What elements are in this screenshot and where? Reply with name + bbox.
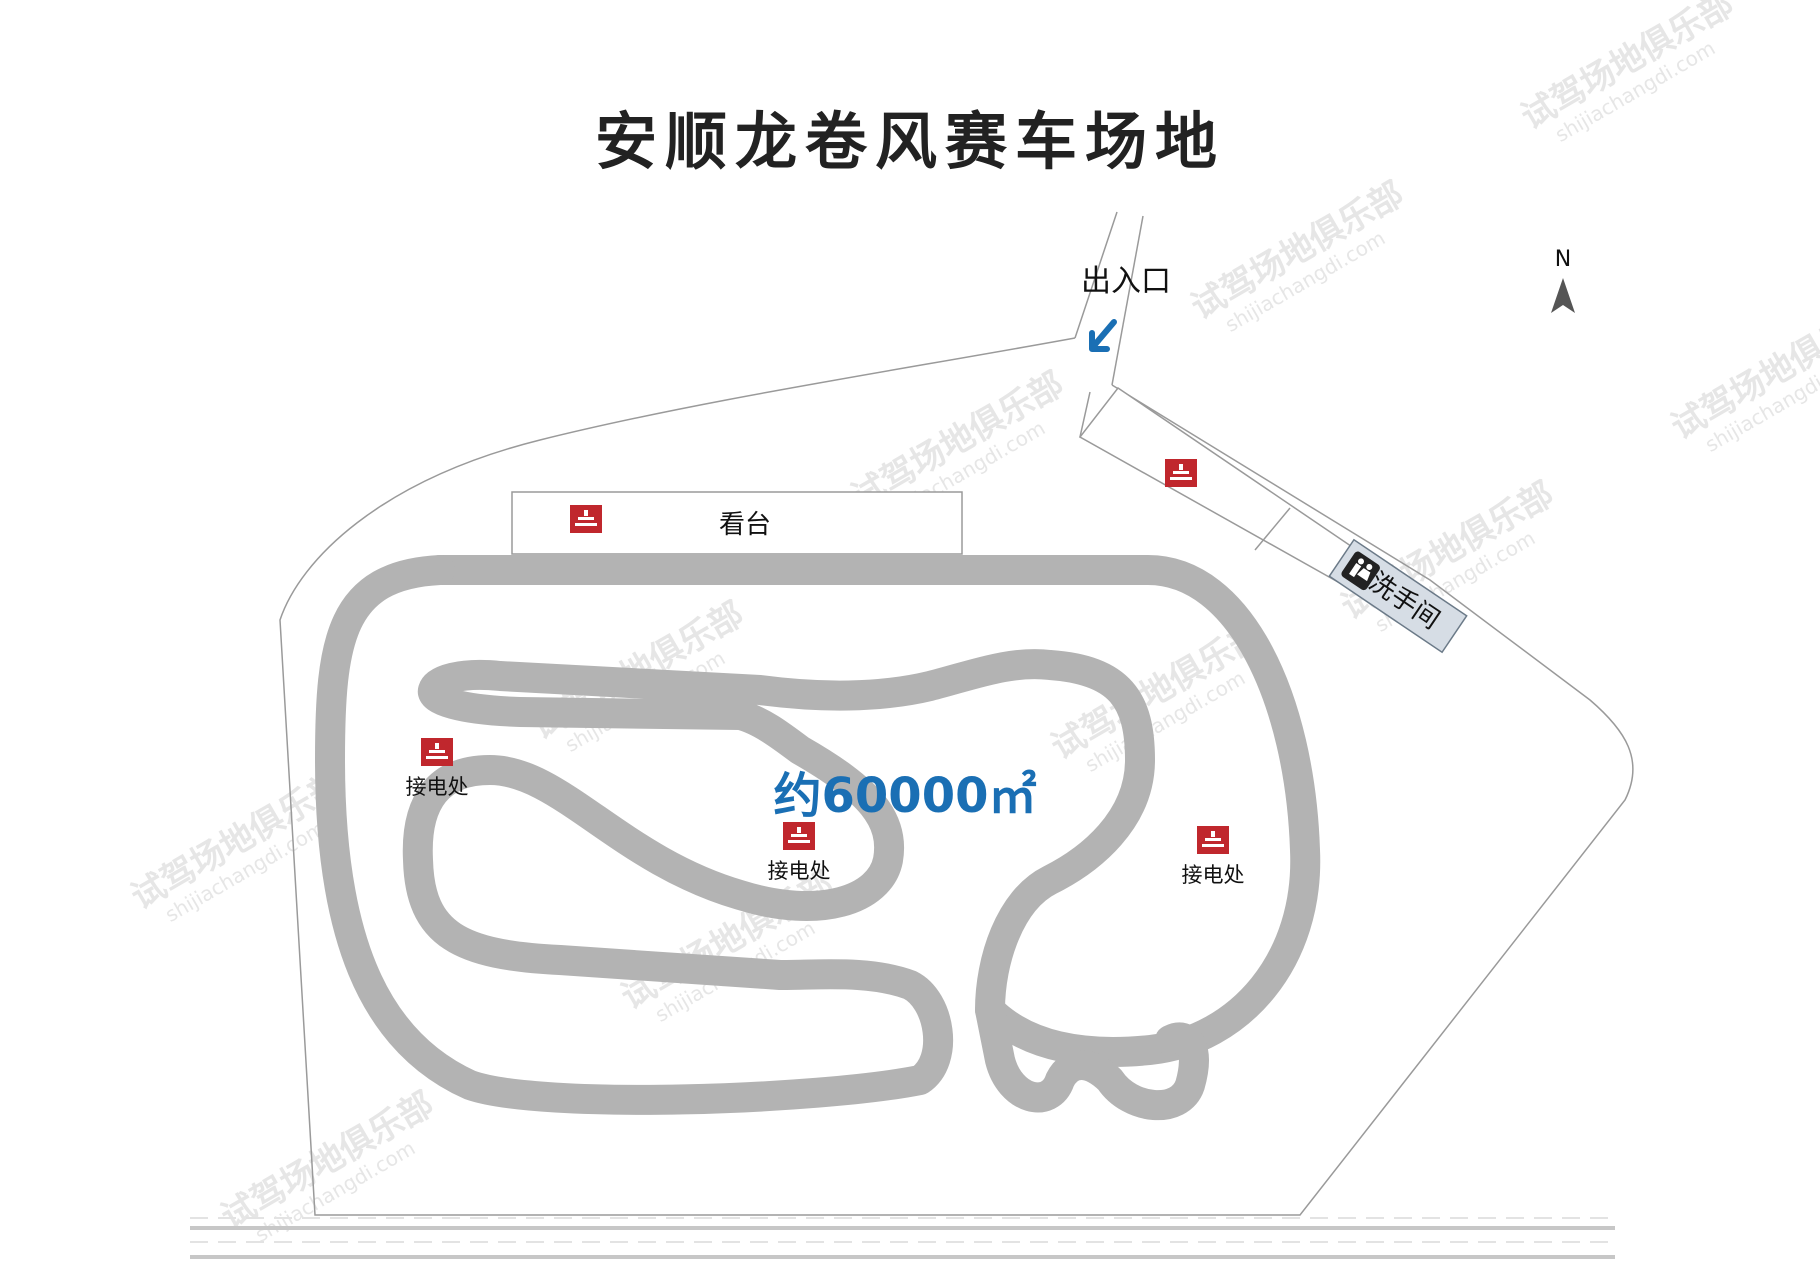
watermarks: 试驾场地俱乐部 shijiachangdi.com 试驾场地俱乐部 shijia… [125, 0, 1820, 1247]
entrance-arrow-icon [1089, 319, 1117, 352]
power-point-1: 接电处 [406, 738, 469, 799]
power-point-label: 接电处 [1182, 863, 1245, 887]
road [190, 1217, 1615, 1259]
power-point-label: 接电处 [768, 859, 831, 883]
watermark-text: 试驾场地俱乐部 [1515, 0, 1741, 138]
track-outer-loop [425, 555, 1321, 1067]
power-outlet-icon [1202, 831, 1224, 847]
race-track [315, 555, 1321, 1121]
entrance-label: 出入口 [1081, 264, 1171, 299]
entrance: 出入口 [1081, 264, 1171, 352]
restroom-icon [1341, 551, 1380, 591]
area-label: 约60000㎡ [774, 768, 1037, 824]
page-title: 安顺龙卷风赛车场地 [595, 105, 1225, 178]
grandstand-label: 看台 [719, 510, 771, 540]
north-label: N [1555, 247, 1571, 272]
power-outlet-icon [1170, 464, 1192, 480]
power-outlet-grandstand [570, 505, 602, 533]
north-arrow: N [1551, 247, 1575, 313]
track-inner-section [315, 555, 1209, 1121]
power-outlet-icon [426, 743, 448, 759]
power-outlet-icon [575, 510, 597, 526]
north-arrow-icon [1551, 278, 1575, 313]
power-point-label: 接电处 [406, 775, 469, 799]
power-outlet-icon [788, 827, 810, 843]
power-point-3: 接电处 [1182, 826, 1245, 887]
power-point-2: 接电处 [768, 822, 831, 883]
power-outlet-service [1165, 459, 1197, 487]
